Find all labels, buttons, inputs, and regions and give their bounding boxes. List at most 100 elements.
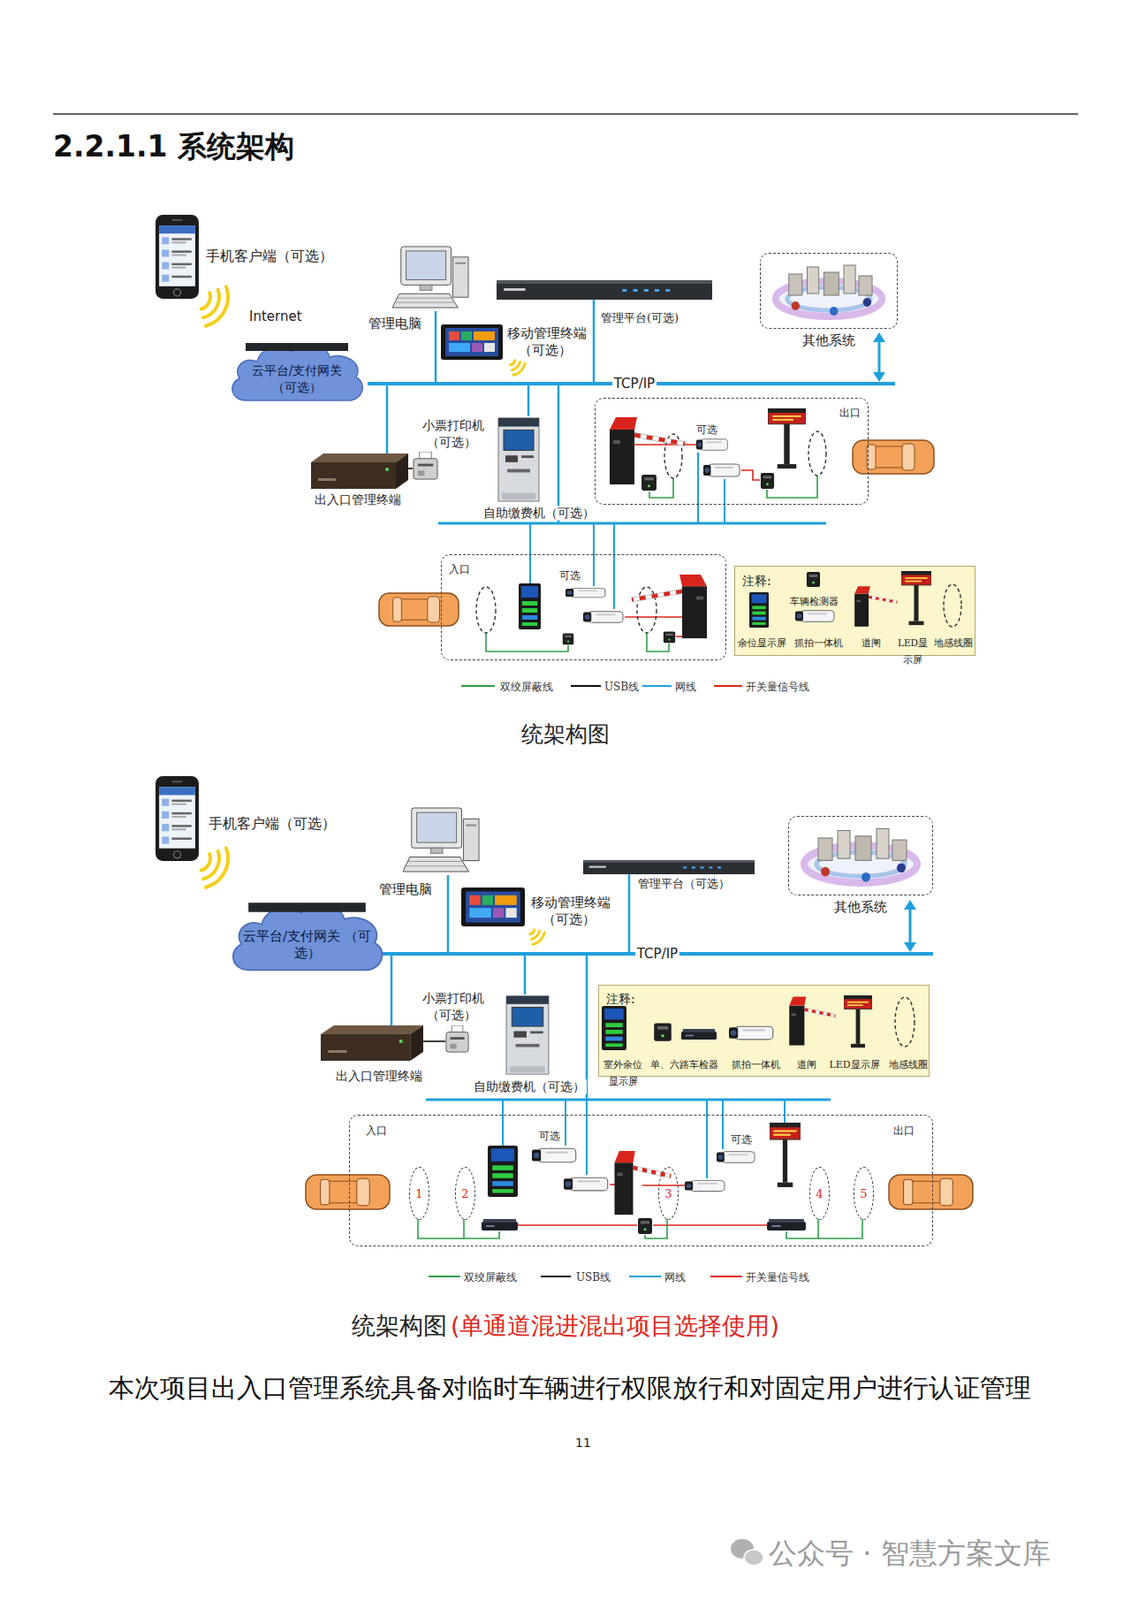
- device-label: 自助缴费机（可选）: [471, 1078, 587, 1094]
- note-label: 单、六路车检器: [650, 1058, 719, 1071]
- label-slot: 出入口管理终端: [333, 1066, 425, 1084]
- network-wire-part: [390, 953, 394, 1025]
- multi-detector: [681, 1028, 717, 1040]
- label-slot: 本次项目出入口管理系统具备对临时车辆进行权限放行和对固定用户进行认证管理: [106, 1372, 1033, 1404]
- double-arrow-part: [909, 906, 912, 945]
- network-wire-part: [723, 478, 726, 524]
- legend-text: 网线: [675, 680, 697, 693]
- legend-swatch: [710, 1275, 743, 1277]
- text-slot: 5: [854, 1184, 873, 1201]
- barrier-gate: [789, 995, 835, 1045]
- wifi-waves-part: [203, 850, 220, 879]
- legend-swatch: [428, 1275, 461, 1277]
- region-label: 入口: [365, 1123, 388, 1137]
- note-box: 注释:余位显示屏车辆检测器抓拍一体机道闸LED显示屏地感线圈: [734, 565, 976, 656]
- note-ground: [598, 984, 930, 1077]
- label-slot: 统架构图: [256, 721, 875, 748]
- figure-caption: 统架构图: [349, 1311, 449, 1339]
- cloud-outline: [232, 343, 364, 401]
- device-label: 手机客户端（可选）: [204, 247, 335, 265]
- text-slot: 余位显示屏: [736, 632, 787, 650]
- label-slot: 公众号 · 智慧方案文库: [766, 1535, 1053, 1570]
- signal-wire-part: [609, 1183, 615, 1185]
- double-arrow-part: [903, 899, 917, 910]
- terminal-box: [320, 1024, 424, 1061]
- network-wire-part: [425, 1098, 831, 1101]
- label-slot: 移动管理终端 （可选）: [503, 324, 589, 358]
- device-label: 小票打印机 （可选）: [420, 417, 485, 449]
- camera-icon: [795, 610, 835, 623]
- region-label: 入口: [448, 562, 471, 576]
- label-slot: 自助缴费机（可选）: [471, 1077, 587, 1094]
- coil-loop: 3: [658, 1166, 679, 1220]
- camera-icon: [728, 1025, 774, 1040]
- label-slot: 统架构图(单通道混进混出项目选择使用): [256, 1311, 875, 1340]
- note-label: 道闸: [861, 637, 881, 648]
- label-slot: 手机客户端（可选）: [204, 247, 335, 265]
- label-slot: 移动管理终端 （可选）: [527, 893, 613, 927]
- legend-slot: 网线: [664, 1267, 686, 1284]
- note-label: 地感线圈: [933, 637, 973, 648]
- coil-loop: [476, 431, 962, 633]
- lane-region: 入口出口12345: [349, 1114, 934, 1246]
- cloud-label: 云平台/支付网关 （可选）: [242, 926, 372, 960]
- cloud-outline: [233, 903, 383, 970]
- double-arrow: [903, 899, 917, 952]
- exit-region: 出口: [594, 397, 869, 505]
- option-label: 可选: [694, 423, 720, 436]
- device-label: 移动管理终端 （可选）: [505, 325, 587, 358]
- camera-icon: [696, 439, 728, 451]
- network-wire-part: [527, 383, 531, 417]
- kiosk-icon: [506, 995, 549, 1074]
- device-label: 管理平台（可选）: [636, 876, 732, 890]
- body-text: 本次项目出入口管理系统具备对临时车辆进行权限放行和对固定用户进行认证管理: [106, 1372, 1033, 1403]
- barrier-gate: [609, 417, 685, 485]
- legend-slot: 开关量信号线: [745, 1267, 810, 1284]
- label-slot: 管理平台(可选): [599, 308, 681, 326]
- device-label: 自助缴费机（可选）: [481, 505, 597, 520]
- cloud-node: 云平台/支付网关 （可选）: [226, 336, 368, 404]
- device-label: 管理平台(可选): [599, 311, 681, 325]
- text-slot: 其他系统: [753, 897, 968, 915]
- note-label: 车辆检测器: [789, 595, 839, 607]
- watermark: 公众号 · 智慧方案文库: [766, 1535, 1053, 1570]
- network-wire: [382, 873, 934, 1178]
- region-label: 出口: [839, 406, 861, 419]
- legend-text: 开关量信号线: [745, 1270, 810, 1283]
- coil-loop: [895, 996, 915, 1047]
- legend-text: USB线: [604, 680, 639, 693]
- camera-icon: [531, 1147, 577, 1162]
- network-wire-part: [705, 1099, 708, 1178]
- double-arrow-part: [878, 339, 881, 375]
- device-label: 管理电脑: [366, 315, 424, 332]
- text-slot: 注释:: [606, 989, 636, 1007]
- phone-icon: [155, 775, 199, 861]
- legend-slot: 网线: [675, 676, 697, 694]
- text-slot: LED显示屏: [896, 632, 929, 667]
- text-slot: 抓拍一体机: [774, 632, 863, 650]
- vehicle-detector: [641, 474, 657, 491]
- signal-wire-part: [741, 470, 760, 480]
- network-wire-part: [523, 953, 527, 995]
- text-slot: 单、六路车检器: [639, 1054, 729, 1071]
- network-wire-part: [585, 953, 589, 1100]
- page-title: 2.2.1.1 系统架构: [53, 129, 295, 164]
- car-icon: [852, 440, 934, 474]
- wifi-waves-part: [203, 289, 220, 318]
- network-wire-part: [557, 383, 561, 524]
- car-icon: [379, 592, 459, 626]
- multi-detector: [766, 1218, 806, 1230]
- network-wire-part: [783, 1099, 786, 1123]
- wechat-icon-part: [743, 1548, 764, 1565]
- text-slot: 4: [810, 1184, 829, 1201]
- title-slot: 2.2.1.1 系统架构: [53, 129, 295, 165]
- label-slot: Internet: [247, 307, 304, 325]
- signal-wire-part: [652, 1223, 767, 1226]
- network-wire-part: [447, 874, 450, 954]
- text-slot: 2: [455, 1184, 475, 1201]
- coil-loop: 5: [853, 1166, 874, 1220]
- shielded-wire-part: [463, 1218, 465, 1238]
- label-slot: 小票打印机 （可选）: [418, 416, 486, 450]
- vehicle-detector: [562, 633, 574, 646]
